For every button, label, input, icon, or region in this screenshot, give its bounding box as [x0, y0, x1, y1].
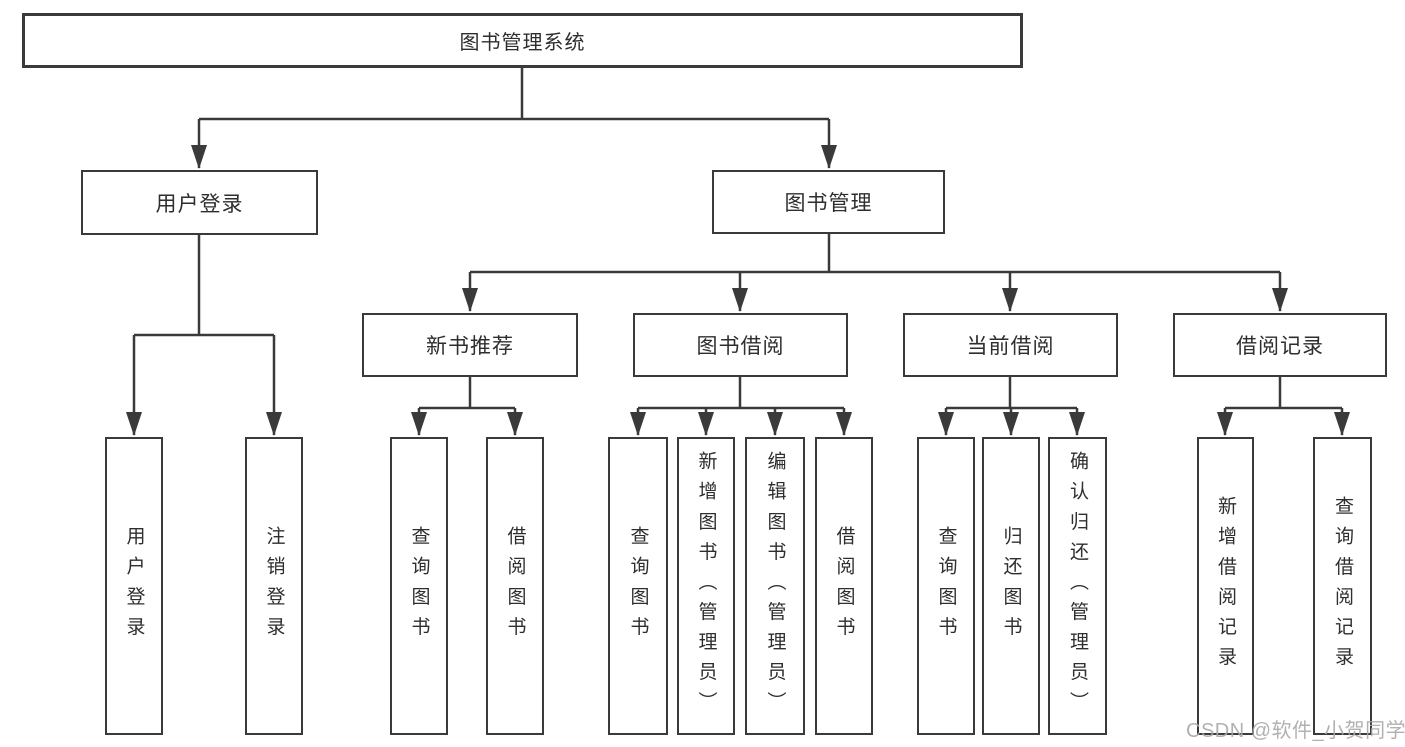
leaf-newrec-search-books: 查询图书: [390, 437, 448, 735]
leaf-records-search-record-label: 查询借阅记录: [1332, 495, 1353, 677]
leaf-logout: 注销登录: [245, 437, 303, 735]
leaf-logout-label: 注销登录: [263, 525, 285, 647]
leaf-current-search-books: 查询图书: [917, 437, 975, 735]
leaf-records-search-record: 查询借阅记录: [1313, 437, 1372, 735]
leaf-borrow-borrow-books: 借阅图书: [815, 437, 873, 735]
leaf-borrow-search-books-label: 查询图书: [627, 525, 649, 647]
leaf-borrow-add-books-admin-label: 新增图书（管理员）: [695, 450, 717, 722]
leaf-current-confirm-return-admin: 确认归还（管理员）: [1048, 437, 1107, 735]
leaf-borrow-add-books-admin: 新增图书（管理员）: [677, 437, 735, 735]
leaf-borrow-search-books: 查询图书: [608, 437, 668, 735]
leaf-borrow-edit-books-admin-label: 编辑图书（管理员）: [764, 450, 786, 722]
leaf-records-add-record: 新增借阅记录: [1197, 437, 1254, 735]
leaf-borrow-borrow-books-label: 借阅图书: [833, 525, 855, 647]
leaf-newrec-search-books-label: 查询图书: [408, 525, 430, 647]
leaf-newrec-borrow-books-label: 借阅图书: [504, 525, 526, 647]
leaf-current-return-books: 归还图书: [982, 437, 1040, 735]
leaf-records-add-record-label: 新增借阅记录: [1215, 495, 1236, 677]
node-new-book-recommend: 新书推荐: [362, 313, 578, 377]
leaf-borrow-edit-books-admin: 编辑图书（管理员）: [745, 437, 805, 735]
node-current-borrowing: 当前借阅: [903, 313, 1118, 377]
node-borrowing-records: 借阅记录: [1173, 313, 1387, 377]
leaf-user-login: 用户登录: [105, 437, 163, 735]
node-book-borrowing: 图书借阅: [633, 313, 848, 377]
leaf-current-confirm-return-admin-label: 确认归还（管理员）: [1067, 450, 1088, 722]
csdn-watermark: CSDN @软件_小贺同学: [1186, 720, 1405, 742]
node-book-management: 图书管理: [712, 170, 945, 234]
leaf-user-login-label: 用户登录: [123, 525, 145, 647]
node-root-system: 图书管理系统: [22, 13, 1023, 68]
leaf-current-search-books-label: 查询图书: [935, 525, 957, 647]
node-user-login: 用户登录: [81, 170, 318, 235]
leaf-newrec-borrow-books: 借阅图书: [486, 437, 544, 735]
leaf-current-return-books-label: 归还图书: [1000, 525, 1022, 647]
